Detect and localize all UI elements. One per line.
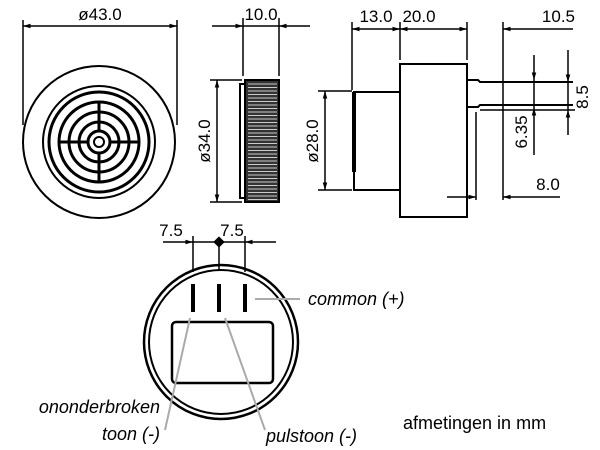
dim-rear-diameter: ø28.0 [303, 119, 322, 162]
label-continuous-tone-line1: ononderbroken [39, 397, 160, 417]
dim-rear-length-1: 13.0 [359, 7, 392, 26]
label-common: common (+) [308, 289, 405, 309]
label-pulse-tone: pulstoon (-) [265, 426, 357, 446]
dim-pin-spacing-inner: 6.35 [512, 115, 531, 148]
dim-pin-spacing-outer: 8.5 [573, 85, 592, 109]
side-view: 10.0 ø34.0 [195, 5, 310, 203]
front-view: ø43.0 [22, 5, 178, 219]
bottom-view: 7.5 7.5 common (+) ononderbroken toon (-… [39, 221, 405, 446]
dim-bottom-pitch-right: 7.5 [220, 221, 244, 240]
dim-bottom-pitch-left: 7.5 [159, 221, 183, 240]
units-note: afmetingen in mm [403, 413, 546, 433]
dim-rear-length-2: 20.0 [402, 7, 435, 26]
dim-front-diameter: ø43.0 [78, 5, 121, 24]
profile-view: 13.0 20.0 10.5 8.5 6.35 8.0 ø28.0 [303, 7, 592, 218]
dim-side-thickness: 10.0 [244, 5, 277, 24]
label-continuous-tone-line2: toon (-) [102, 424, 160, 444]
dim-side-diameter: ø34.0 [195, 119, 214, 162]
dim-pin-length: 10.5 [542, 7, 575, 26]
dim-pin-offset: 8.0 [536, 175, 560, 194]
